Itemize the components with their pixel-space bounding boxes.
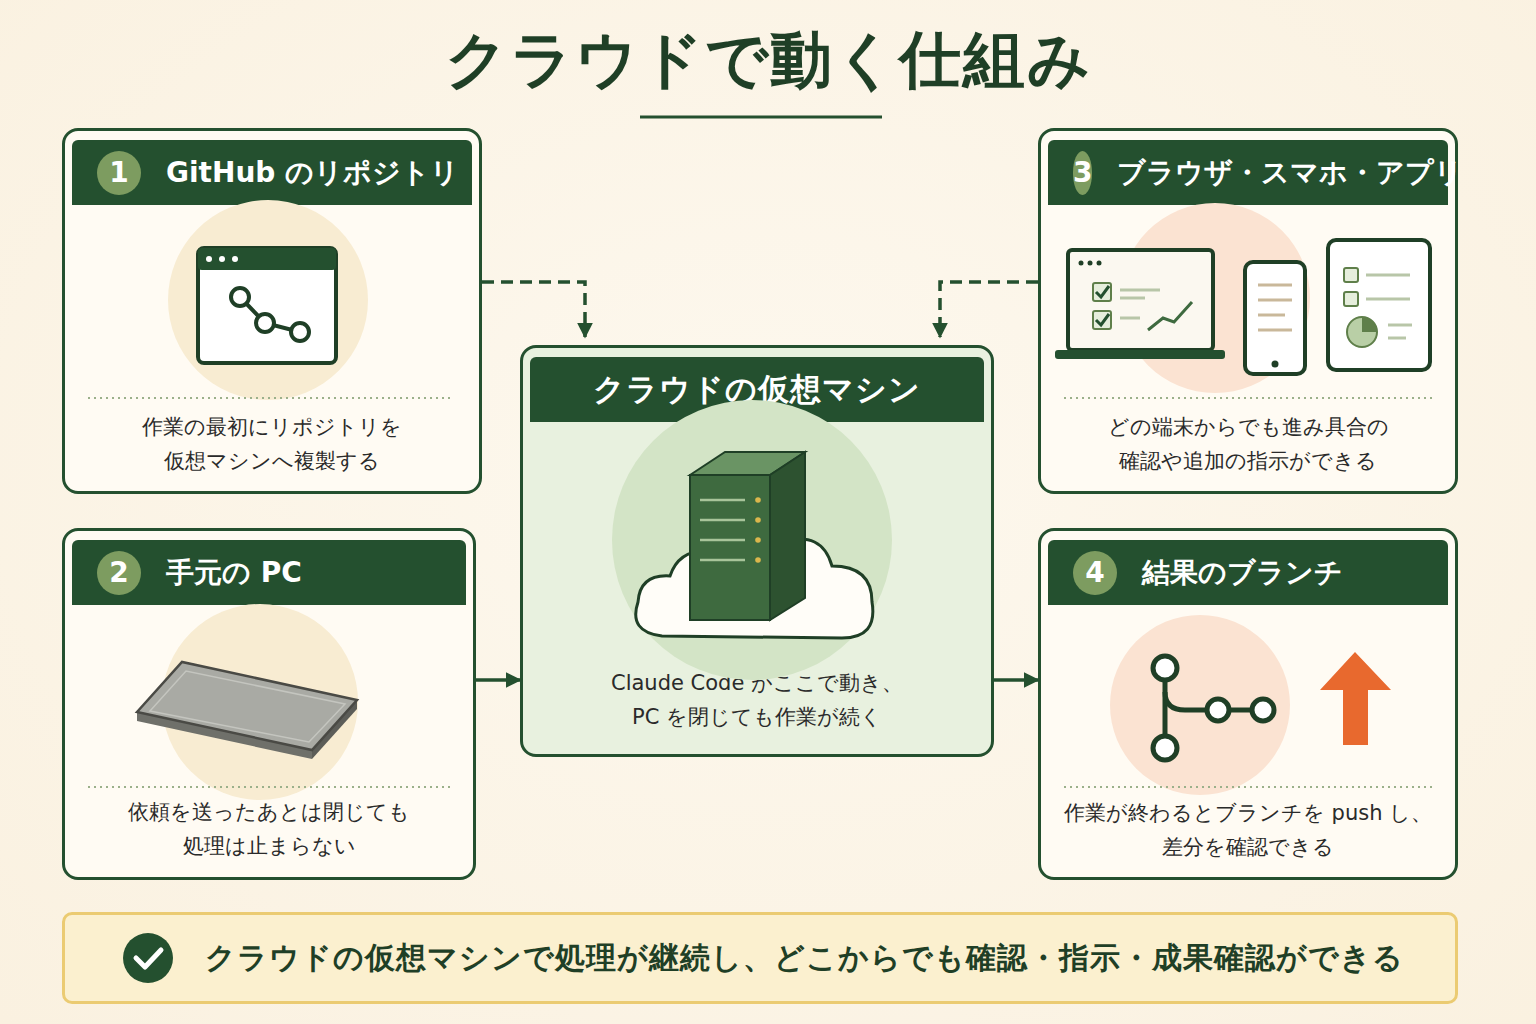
box-description: 依頼を送ったあとは閉じても 処理は止まらない xyxy=(119,795,419,863)
box-description: Claude Code がここで動き、 PC を閉じても作業が続く xyxy=(605,666,909,734)
box-heading: ブラウザ・スマホ・アプリ xyxy=(1117,154,1463,192)
card-box: 4 結果のブランチ作業が終わるとブランチを push し、 差分を確認できる xyxy=(1038,528,1458,880)
title-underline xyxy=(640,116,882,119)
summary-banner: クラウドの仮想マシンで処理が継続し、どこからでも確認・指示・成果確認ができる xyxy=(62,912,1458,1004)
step-number: 4 xyxy=(1073,551,1117,595)
step-number: 2 xyxy=(97,551,141,595)
header-band: 3ブラウザ・スマホ・アプリ xyxy=(1048,140,1448,205)
box-heading: 手元の PC xyxy=(166,554,302,592)
box-heading: 結果のブランチ xyxy=(1142,554,1343,592)
header-band: クラウドの仮想マシン xyxy=(530,357,984,422)
card-box: 3ブラウザ・スマホ・アプリどの端末からでも進み具合の 確認や追加の指示ができる xyxy=(1038,128,1458,494)
header-band: 2 手元の PC xyxy=(72,540,466,605)
box-heading: クラウドの仮想マシン xyxy=(593,369,921,411)
header-band: 1 GitHub のリポジトリ xyxy=(72,140,472,205)
dashed-connector xyxy=(940,282,1038,337)
box-heading: GitHub のリポジトリ xyxy=(166,154,459,192)
step-number: 3 xyxy=(1073,151,1092,195)
step-number: 1 xyxy=(97,151,141,195)
box-description: 作業の最初にリポジトリを 仮想マシンへ複製する xyxy=(122,410,422,478)
flow-arrow xyxy=(994,678,1038,682)
header-band: 4 結果のブランチ xyxy=(1048,540,1448,605)
box-description: 作業が終わるとブランチを push し、 差分を確認できる xyxy=(1058,796,1438,864)
dashed-connector xyxy=(482,282,585,337)
diagram-title: クラウドで動く仕組み xyxy=(0,20,1536,100)
summary-text: クラウドの仮想マシンで処理が継続し、どこからでも確認・指示・成果確認ができる xyxy=(205,938,1404,979)
box-description: どの端末からでも進み具合の 確認や追加の指示ができる xyxy=(1098,410,1398,478)
flow-arrow xyxy=(476,678,520,682)
card-box: 1 GitHub のリポジトリ作業の最初にリポジトリを 仮想マシンへ複製する xyxy=(62,128,482,494)
card-box: 2 手元の PC 依頼を送ったあとは閉じても 処理は止まらない xyxy=(62,528,476,880)
vm-box: クラウドの仮想マシン Claude Code がここで動き、 PC を閉じても作業… xyxy=(520,345,994,757)
